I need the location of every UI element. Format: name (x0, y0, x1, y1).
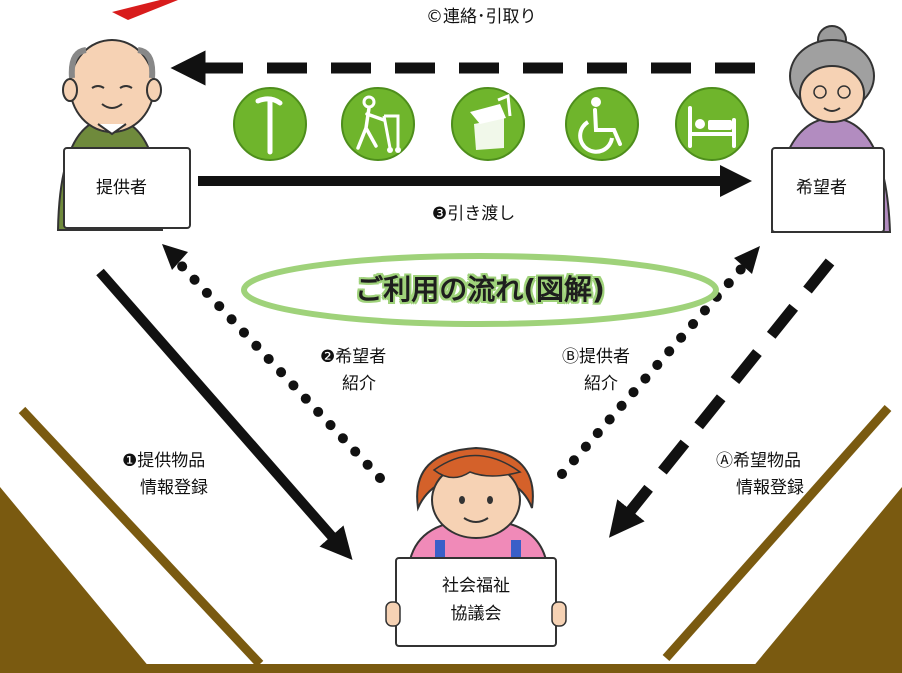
handover-label: ❸引き渡し (432, 204, 516, 224)
arrow-step2-head (162, 244, 188, 270)
care-bed-icon (675, 87, 749, 161)
requester-sign (771, 147, 885, 233)
stepA-label-line2: 情報登録 (736, 478, 804, 498)
requester-sign-label: 希望者 (796, 178, 847, 198)
title-ellipse (241, 253, 719, 327)
arrow-step2 (173, 257, 385, 483)
flow-title: ご利用の流れ(図解) (355, 273, 605, 306)
step2-label-line1: ❷希望者 (320, 347, 387, 367)
stepB-label-line1: Ⓑ提供者 (562, 347, 630, 367)
cane-icon (233, 87, 307, 161)
arrow-stepB-head (734, 246, 760, 274)
council-right-hand (551, 601, 567, 627)
provider-sign (63, 147, 191, 229)
stepB-label-line2: 紹介 (584, 374, 618, 394)
stepA-label-line1: Ⓐ希望物品 (716, 451, 801, 471)
council-sign-line2: 協議会 (450, 604, 502, 624)
step2-label-line2: 紹介 (342, 374, 376, 394)
arrow-step1 (96, 268, 353, 561)
provider-sign-label: 提供者 (96, 178, 147, 198)
council-sign-line1: 社会福祉 (442, 576, 510, 596)
portable-toilet-icon (451, 87, 525, 161)
council-illustration (408, 446, 548, 561)
step1-label-line2: 情報登録 (140, 478, 208, 498)
walker-icon (341, 87, 415, 161)
stage-ground (0, 405, 902, 673)
wheelchair-icon (565, 87, 639, 161)
contact-pickup-label: ©連絡･引取り (426, 7, 537, 27)
step1-label-line1: ❶提供物品 (122, 451, 206, 471)
red-arrow-fragment (112, 0, 178, 20)
council-sign (395, 557, 557, 647)
council-left-hand (385, 601, 401, 627)
